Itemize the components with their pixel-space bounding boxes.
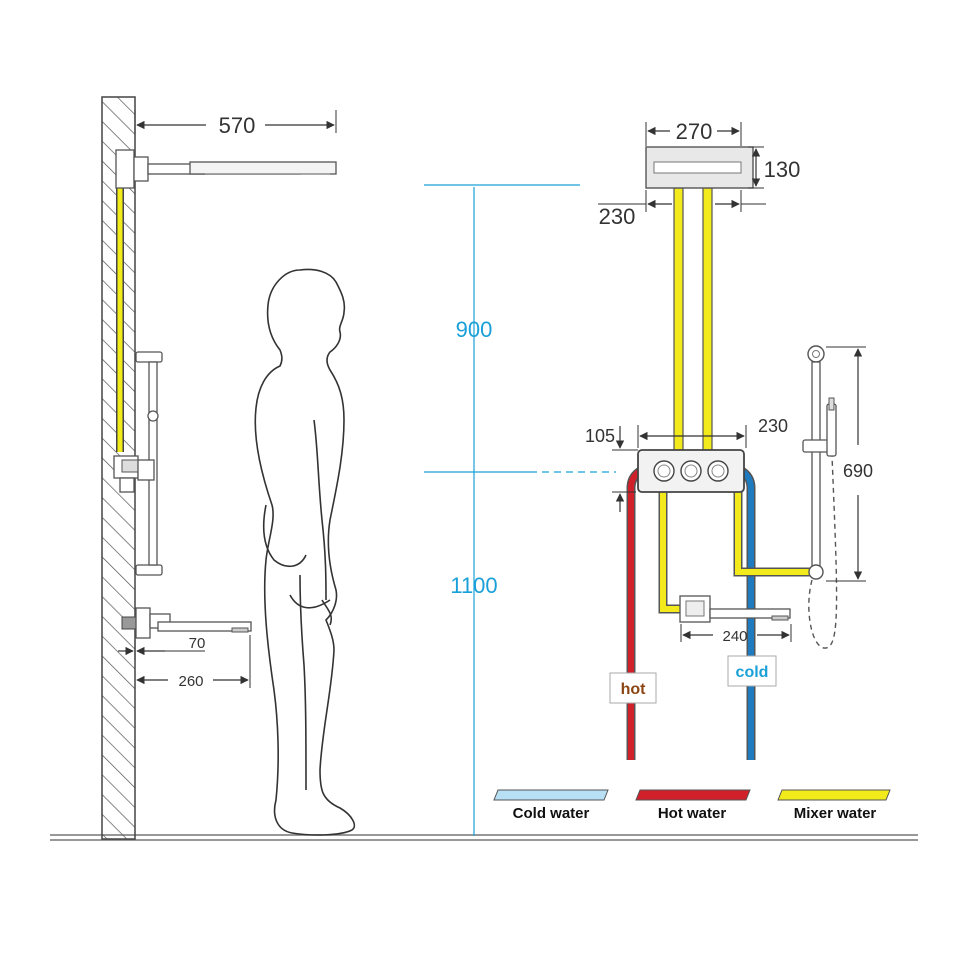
hot-pipe-label: hot [609,672,657,704]
head-width-dimension: 270 [645,119,742,146]
head-offset-dimension: 230 [598,190,766,229]
valve-width-dimension: 230 [637,416,788,448]
head-depth-dimension: 130 [748,146,801,189]
rail-length-label: 690 [843,461,873,481]
height-dimensions: 900 1100 [424,184,616,836]
tray-length-label: 260 [178,673,203,690]
spout-length-label: 240 [722,628,747,645]
valve-height-label: 105 [585,426,615,446]
hot-label-text: hot [621,681,647,698]
valve-height-dimension: 105 [585,426,638,512]
legend-label-hot: Hot water [658,805,727,822]
legend-item-hot: Hot water [635,789,751,822]
head-width-label: 270 [676,119,713,144]
legend-item-mixer: Mixer water [777,789,891,822]
tray-offset-label: 70 [189,635,206,652]
cold-pipe-label: cold [727,655,777,687]
tray-length-dimension: 260 [136,635,251,690]
valve-side [113,455,155,493]
arm-length-label: 570 [219,113,256,138]
spout-side [121,607,252,639]
floor-line [50,834,918,841]
shower-head-front [645,146,754,189]
upper-height-label: 900 [456,317,493,342]
head-depth-label: 130 [764,157,801,182]
legend: Cold water Hot water Mixer water [493,789,891,822]
human-figure [254,268,356,836]
head-offset-label: 230 [599,204,636,229]
thermostatic-valve-front [637,449,745,493]
spout-mixer-pipe [658,490,686,614]
legend-item-cold: Cold water [493,789,609,822]
legend-label-cold: Cold water [513,805,590,822]
rail-length-dimension: 690 [826,346,873,582]
head-supply-pipes [673,187,713,451]
spout-front [679,595,791,623]
handshower-mixer-pipe [733,490,812,577]
tray-offset-dimension: 70 [118,635,205,660]
cold-label-text: cold [736,664,769,681]
shower-arm-side [115,149,337,189]
valve-width-label: 230 [758,416,788,436]
spout-length-dimension: 240 [680,624,792,645]
legend-label-mixer: Mixer water [794,805,877,822]
lower-height-label: 1100 [450,573,497,598]
hot-supply-pipe [626,466,645,760]
arm-length-dimension: 570 [134,110,337,138]
handshower-rail-front [802,345,838,649]
